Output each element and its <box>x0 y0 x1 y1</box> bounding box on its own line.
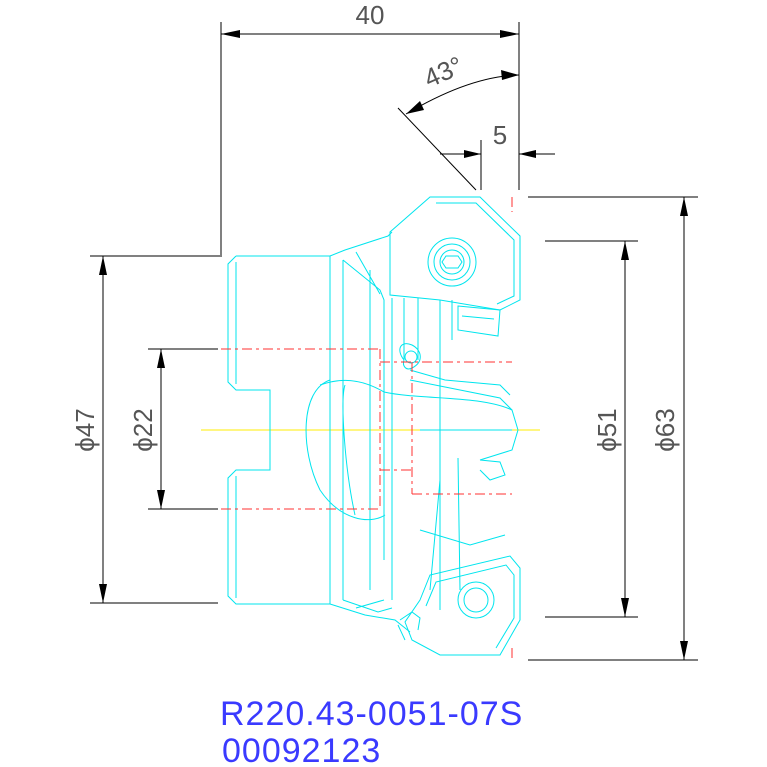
dimension-diameter-47: ϕ47 <box>70 255 222 604</box>
dimension-diameter-51: ϕ51 <box>545 240 638 618</box>
dimension-length-40: 40 <box>220 0 520 255</box>
dimension-label-40: 40 <box>356 0 385 30</box>
dimension-label-47: ϕ47 <box>70 408 100 451</box>
drawing-number: 00092123 <box>222 732 381 767</box>
dimension-label-51: ϕ51 <box>592 408 622 451</box>
dimension-label-63: ϕ63 <box>650 408 680 451</box>
dimension-diameter-22: ϕ22 <box>128 348 218 510</box>
dimension-label-5: 5 <box>493 120 507 150</box>
dimension-label-22: ϕ22 <box>128 408 158 451</box>
dimension-diameter-63: ϕ63 <box>528 196 698 661</box>
dimension-offset-5: 5 <box>440 120 555 190</box>
hidden-bore-lines <box>221 197 513 660</box>
part-number: R220.43-0051-07S <box>220 695 523 733</box>
tool-body-outline <box>227 196 521 656</box>
